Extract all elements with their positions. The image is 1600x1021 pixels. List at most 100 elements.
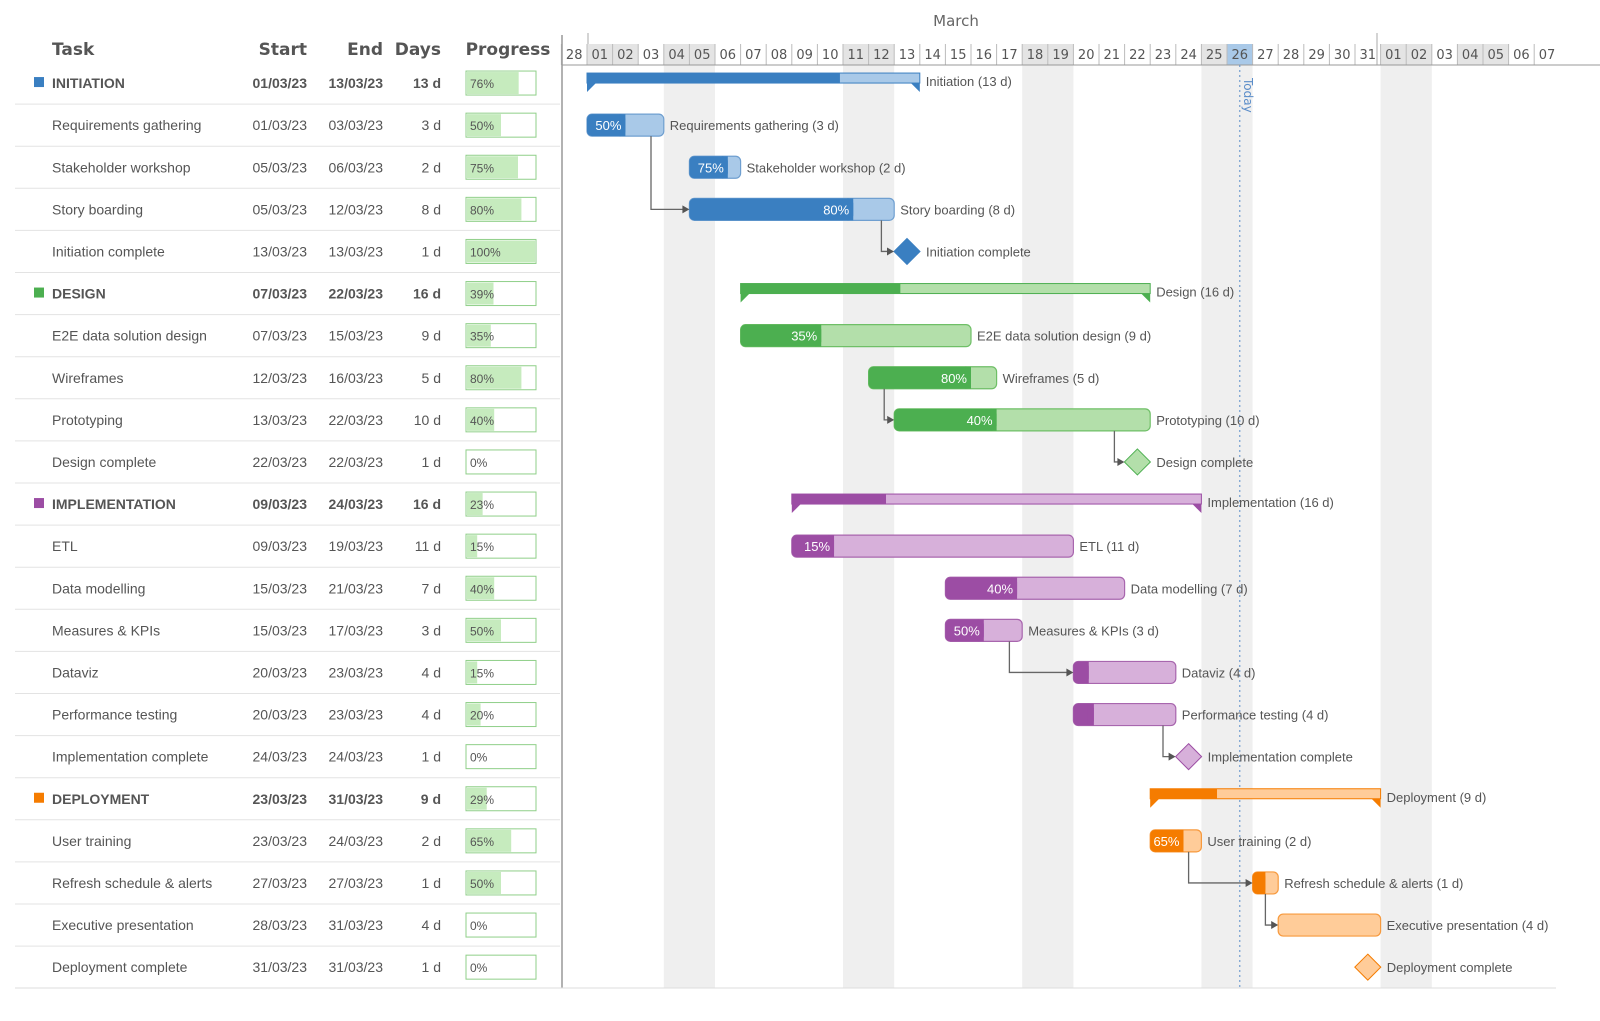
- summary-bar-label: Design (16 d): [1156, 285, 1234, 300]
- task-bar-progress-edge: [1177, 829, 1184, 852]
- task-name: Requirements gathering: [52, 117, 201, 133]
- task-bar-percent: 65%: [1153, 834, 1179, 849]
- start-date: 09/03/23: [253, 538, 308, 554]
- duration: 1 d: [422, 243, 441, 259]
- column-header-end: End: [347, 40, 383, 60]
- weekend-tick-bg: [612, 44, 639, 65]
- start-date: 13/03/23: [253, 243, 308, 259]
- day-tick-label: 07: [745, 48, 762, 63]
- column-header-start: Start: [259, 40, 307, 60]
- progress-fill: [467, 366, 522, 389]
- summary-bar-label: Initiation (13 d): [926, 74, 1012, 89]
- weekend-shade: [1022, 65, 1074, 988]
- day-tick-label: 04: [1462, 48, 1479, 63]
- dependency-arrowhead: [1117, 457, 1125, 466]
- group-name: INITIATION: [52, 75, 125, 91]
- task-bar-percent: 35%: [791, 329, 817, 344]
- progress-fill: [467, 535, 478, 558]
- weekend-tick-bg: [689, 44, 715, 65]
- weekend-tick-bg: [868, 44, 895, 65]
- dependency-connector: [1162, 725, 1174, 758]
- duration: 3 d: [422, 117, 441, 133]
- column-header-task: Task: [52, 40, 95, 60]
- dependency-connector: [650, 136, 688, 210]
- today-tick-bg: [1227, 44, 1253, 65]
- task-bar: [1277, 913, 1382, 937]
- task-bar-progress: [791, 535, 835, 558]
- task-bar-label: Requirements gathering (3 d): [670, 118, 839, 133]
- day-tick-label: 28: [566, 48, 583, 63]
- task-name: Prototyping: [52, 412, 123, 428]
- day-tick-label: 01: [592, 48, 609, 63]
- task-bar-label: Performance testing (4 d): [1182, 708, 1329, 723]
- task-bar-label: Story boarding (8 d): [900, 202, 1015, 217]
- dependency-connector: [1187, 851, 1251, 884]
- end-date: 17/03/23: [329, 622, 384, 638]
- task-name: Performance testing: [52, 707, 177, 723]
- start-date: 15/03/23: [253, 580, 308, 596]
- end-date: 22/03/23: [329, 412, 384, 428]
- day-tick-label: 10: [822, 48, 839, 63]
- day-tick-label: 19: [1052, 48, 1069, 63]
- day-tick-label: 18: [1027, 48, 1044, 63]
- start-date: 27/03/23: [253, 875, 308, 891]
- progress-fill: [467, 282, 494, 305]
- day-tick-label: 29: [1308, 48, 1325, 63]
- task-bar-progress-edge: [721, 156, 728, 179]
- task-bar-label: Refresh schedule & alerts (1 d): [1284, 876, 1463, 891]
- task-name: Refresh schedule & alerts: [52, 875, 212, 891]
- weekend-tick-bg: [843, 44, 869, 65]
- end-date: 22/03/23: [329, 286, 384, 302]
- day-tick-label: 17: [1001, 48, 1018, 63]
- progress-value: 39%: [470, 288, 494, 302]
- summary-bar-cap-left: [740, 293, 750, 303]
- day-tick-label: 22: [1129, 48, 1146, 63]
- start-date: 20/03/23: [253, 664, 308, 680]
- progress-value: 15%: [470, 540, 494, 554]
- day-tick-label: 26: [1232, 48, 1249, 63]
- start-date: 01/03/23: [253, 75, 308, 91]
- task-bar-progress-edge: [965, 366, 971, 389]
- weekend-shade: [1380, 65, 1432, 988]
- task-bar-progress: [587, 114, 626, 137]
- duration: 10 d: [414, 412, 441, 428]
- duration: 7 d: [422, 580, 441, 596]
- day-tick-label: 03: [643, 48, 660, 63]
- milestone-label: Design complete: [1156, 455, 1253, 470]
- summary-bar-label: Implementation (16 d): [1207, 495, 1333, 510]
- group-color-swatch: [34, 498, 44, 509]
- task-bar-progress-edge: [828, 535, 835, 558]
- day-tick-label: 11: [848, 48, 865, 63]
- weekend-tick-bg: [1380, 44, 1407, 65]
- duration: 1 d: [422, 959, 441, 975]
- task-bar-label: E2E data solution design (9 d): [977, 329, 1151, 344]
- task-bar-progress: [689, 156, 728, 179]
- task-bar-label: User training (2 d): [1207, 834, 1311, 849]
- progress-value: 40%: [470, 582, 494, 596]
- start-date: 07/03/23: [253, 286, 308, 302]
- end-date: 21/03/23: [329, 580, 384, 596]
- group-color-swatch: [34, 287, 44, 298]
- task-bar-percent: 15%: [804, 539, 830, 554]
- task-bar-progress: [740, 324, 822, 347]
- milestone-label: Initiation complete: [926, 244, 1031, 259]
- progress-box: [465, 659, 537, 685]
- day-tick-label: 23: [1155, 48, 1172, 63]
- task-bar-progress-edge: [1011, 577, 1018, 600]
- start-date: 20/03/23: [253, 707, 308, 723]
- progress-fill: [467, 661, 478, 684]
- start-date: 01/03/23: [253, 117, 308, 133]
- start-date: 23/03/23: [253, 833, 308, 849]
- dependency-arrowhead: [1066, 668, 1074, 677]
- progress-value: 0%: [470, 961, 488, 975]
- task-name: Story boarding: [52, 201, 143, 217]
- end-date: 23/03/23: [329, 664, 384, 680]
- task-bar-progress-edge: [1259, 871, 1266, 894]
- weekend-shade: [1201, 65, 1253, 988]
- day-tick-label: 24: [1180, 48, 1197, 63]
- task-bar-percent: 40%: [987, 581, 1013, 596]
- end-date: 31/03/23: [329, 917, 384, 933]
- progress-value: 0%: [470, 456, 488, 470]
- start-date: 22/03/23: [253, 454, 308, 470]
- duration: 4 d: [422, 917, 441, 933]
